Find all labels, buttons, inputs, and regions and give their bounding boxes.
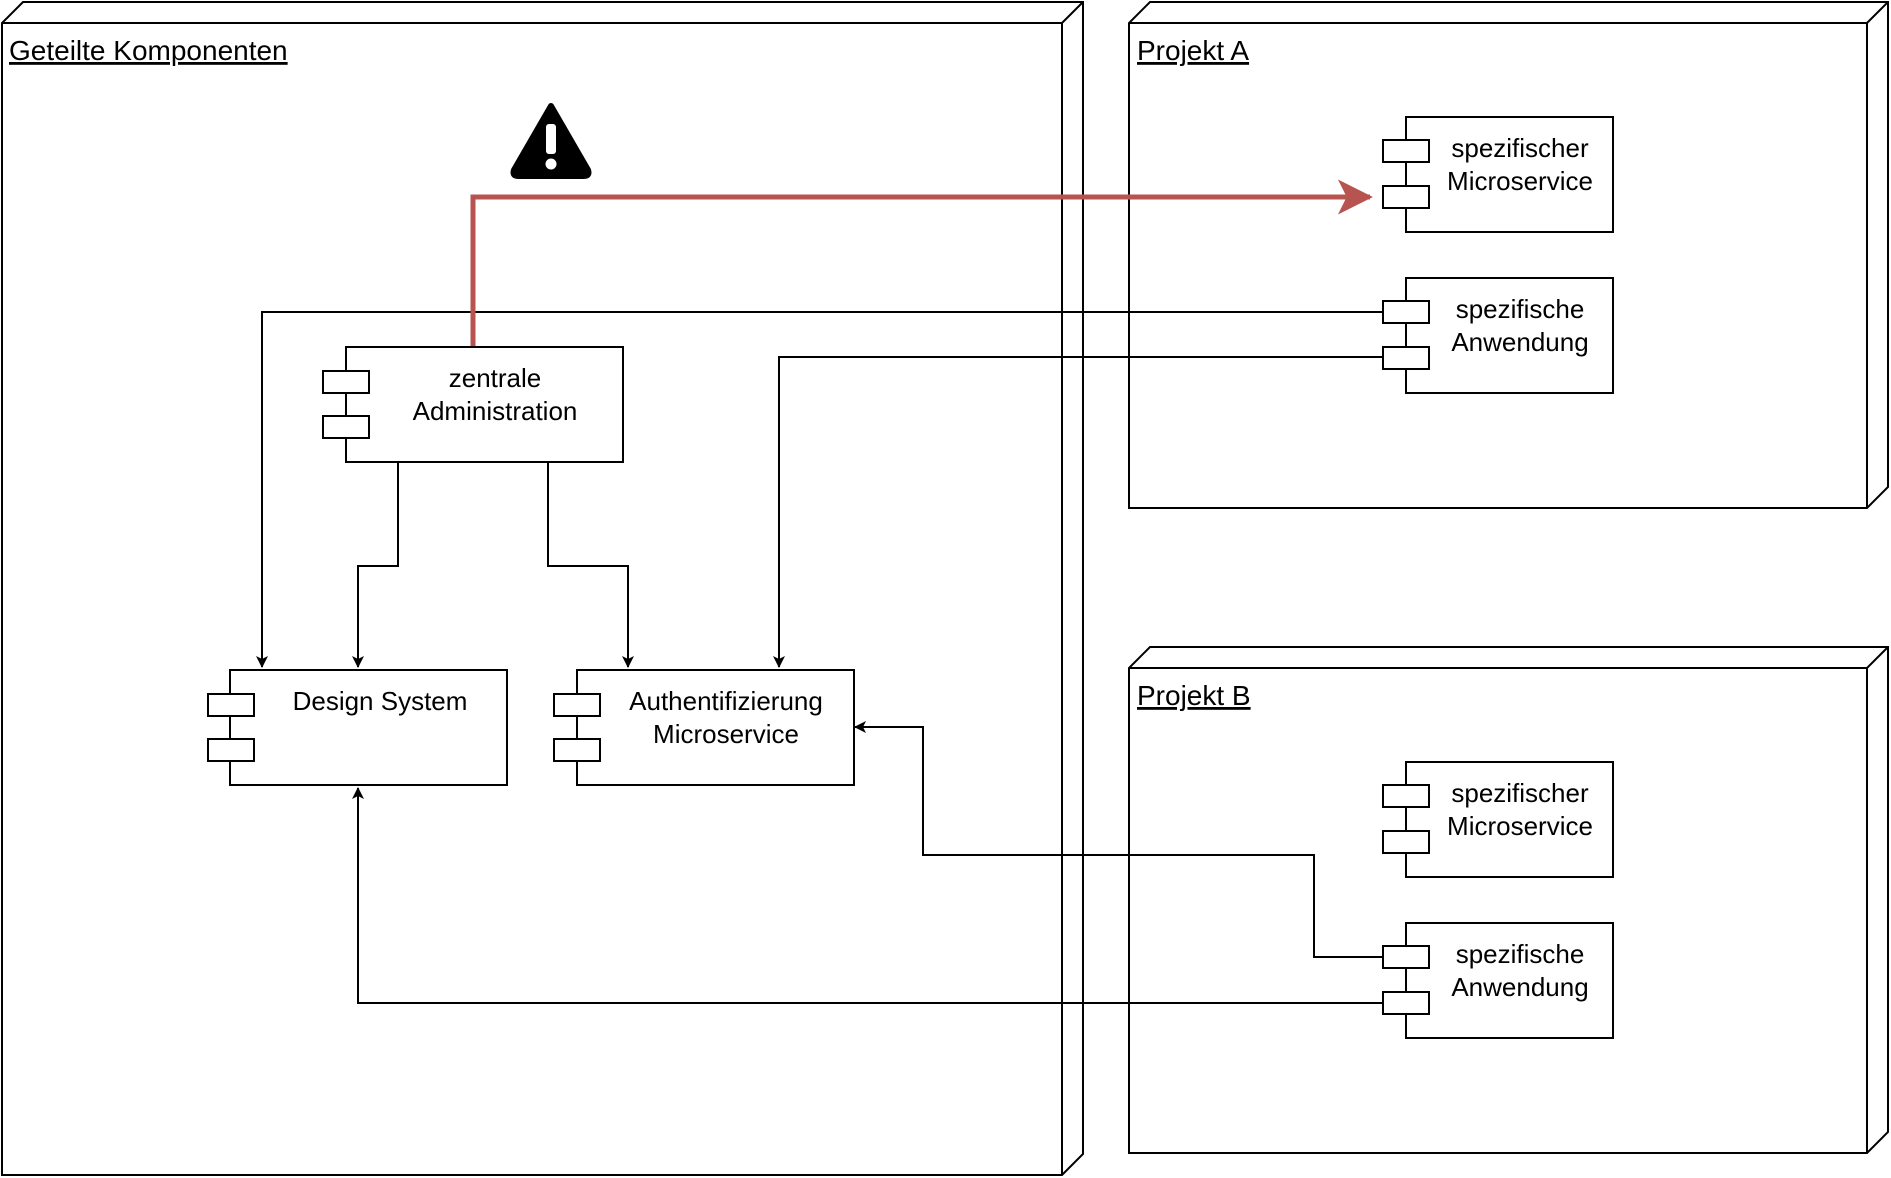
edge-admin-to-a-microservice-warning: [470, 179, 1373, 347]
component-projekt-b-microservice[interactable]: spezifischer Microservice: [1382, 761, 1614, 878]
component-projekt-a-anwendung[interactable]: spezifische Anwendung: [1382, 277, 1614, 394]
component-port: [207, 738, 255, 762]
edge-a-anwendung-to-design-system: [256, 311, 1383, 668]
warning-triangle-icon: [510, 103, 592, 179]
component-port: [207, 693, 255, 717]
edge-b-anwendung-to-design-system: [352, 787, 1383, 1004]
component-label: Microservice: [1447, 166, 1593, 196]
component-label: Design System: [293, 686, 468, 716]
component-label: spezifischer: [1451, 778, 1589, 808]
component-label: spezifischer: [1451, 133, 1589, 163]
component-label: Microservice: [653, 719, 799, 749]
component-projekt-b-anwendung[interactable]: spezifische Anwendung: [1382, 922, 1614, 1039]
component-port: [1382, 346, 1430, 370]
component-port: [1382, 945, 1430, 969]
node-title-projekt-a: Projekt A: [1137, 35, 1249, 66]
component-port: [1382, 300, 1430, 324]
node-projekt-b[interactable]: Projekt B: [1128, 646, 1889, 1154]
component-zentrale-administration[interactable]: zentrale Administration: [322, 346, 624, 463]
component-label: Authentifizierung: [629, 686, 823, 716]
edge-admin-to-auth: [547, 463, 634, 668]
component-label: zentrale: [449, 363, 542, 393]
component-port: [1382, 784, 1430, 808]
edge-b-anwendung-to-auth: [854, 721, 1383, 958]
node-title-geteilte-komponenten: Geteilte Komponenten: [9, 35, 288, 66]
component-port: [322, 415, 370, 439]
component-label: Administration: [413, 396, 578, 426]
component-label: Microservice: [1447, 811, 1593, 841]
component-label: spezifische: [1456, 294, 1585, 324]
component-port: [1382, 139, 1430, 163]
component-port: [553, 693, 601, 717]
component-port: [322, 370, 370, 394]
component-authentifizierung-microservice[interactable]: Authentifizierung Microservice: [553, 669, 855, 786]
edge-admin-to-design-system: [352, 463, 399, 668]
component-label: spezifische: [1456, 939, 1585, 969]
component-label: Anwendung: [1451, 972, 1588, 1002]
component-port: [1382, 185, 1430, 209]
component-port: [1382, 991, 1430, 1015]
component-design-system[interactable]: Design System: [207, 669, 508, 786]
component-label: Anwendung: [1451, 327, 1588, 357]
node-projekt-a[interactable]: Projekt A: [1128, 1, 1889, 509]
component-port: [1382, 830, 1430, 854]
component-port: [553, 738, 601, 762]
edge-a-anwendung-to-auth: [773, 356, 1383, 668]
node-title-projekt-b: Projekt B: [1137, 680, 1251, 711]
component-projekt-a-microservice[interactable]: spezifischer Microservice: [1382, 116, 1614, 233]
node-geteilte-komponenten[interactable]: Geteilte Komponenten: [1, 1, 1084, 1176]
